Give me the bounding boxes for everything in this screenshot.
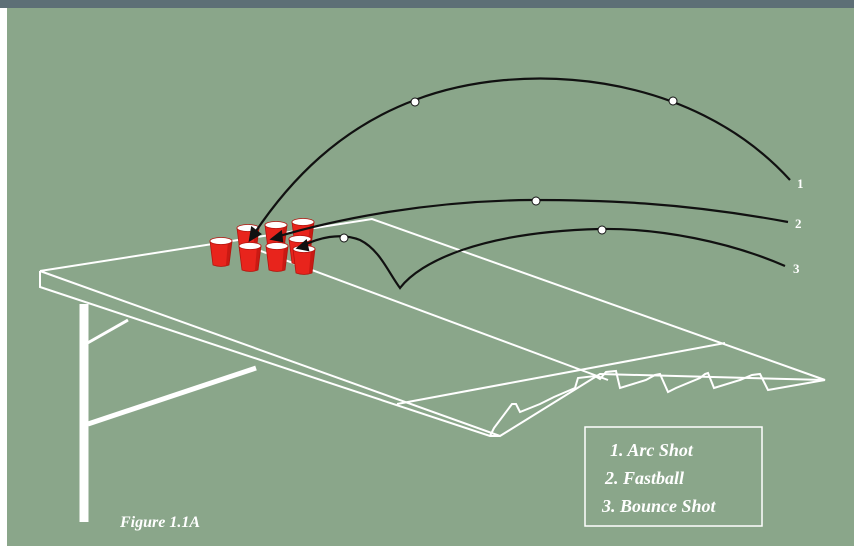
fastball-path [275,198,789,239]
table-far-edge-zigzag [489,369,826,437]
diagram-background [7,8,854,546]
legend-item-fastball: 2. Fastball [604,468,684,488]
shot-number-1: 1 [797,176,804,191]
table-leg-brace-upper [83,318,129,347]
shot-number-2: 2 [795,216,802,231]
trajectories [248,77,791,290]
table-crossline [396,342,726,405]
arc-shot-ball-marker [410,97,420,107]
bounce-shot-path [301,227,786,290]
arc-shot-path [253,77,791,235]
red-cup [238,242,262,272]
bounce-shot-ball-marker [597,225,607,235]
fastball-arrowhead [269,229,284,243]
legend-item-arc-shot: 1. Arc Shot [610,440,694,460]
bounce-shot-arrowhead [295,238,310,252]
red-cup [265,242,289,272]
red-cup [209,237,233,267]
bounce-shot-ball-marker [339,233,349,243]
top-bar [0,0,854,8]
fastball-ball-marker [531,196,541,206]
legend-box [584,426,763,527]
table-legs [79,304,257,522]
ball-markers [339,96,678,243]
shot-numbers: 1 2 3 [793,176,804,276]
arc-shot-arrowhead [248,226,262,243]
legend-item-bounce-shot: 3. Bounce Shot [601,496,717,516]
shot-number-3: 3 [793,261,800,276]
table-top-surface-outline [39,217,826,438]
figure-caption: Figure 1.1A [119,514,200,531]
table-front-edge [39,271,500,437]
arc-shot-ball-marker [668,96,678,106]
beer-pong-diagram: 1 2 3 1. Arc Shot 2. Fastball 3. Bounce … [7,8,854,546]
legend: 1. Arc Shot 2. Fastball 3. Bounce Shot [584,426,763,527]
table-leg-brace-lower [87,365,257,427]
